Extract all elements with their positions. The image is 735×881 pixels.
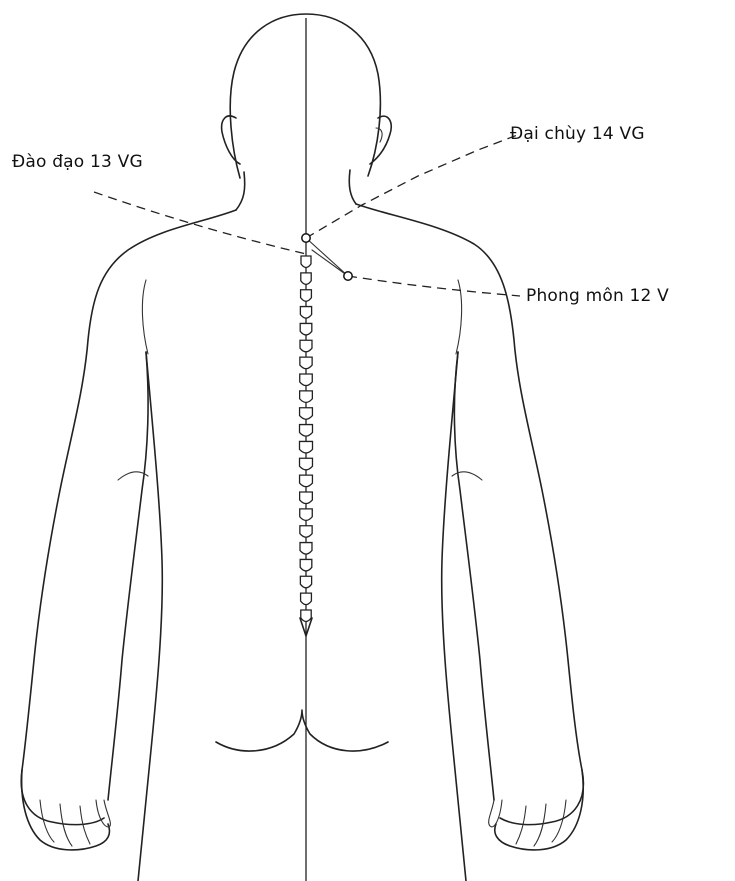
vertebra — [300, 509, 313, 521]
vertebra — [301, 273, 311, 285]
vertebra — [300, 543, 312, 555]
dai-chuy-label: Đại chùy 14 VG — [510, 124, 645, 144]
vertebra — [301, 256, 311, 268]
left-thumb — [96, 800, 110, 827]
vertebra — [301, 593, 312, 605]
vertebra — [300, 374, 313, 386]
vertebra — [300, 307, 311, 319]
vertebra — [300, 559, 312, 571]
vertebra — [300, 425, 313, 437]
phong-mon-label: Phong môn 12 V — [526, 286, 669, 306]
vertebra — [300, 391, 313, 403]
left-inner-arm — [108, 352, 148, 800]
vertebra — [301, 610, 311, 622]
neck-right — [349, 170, 356, 204]
vertebra — [300, 576, 311, 588]
phong-mon-connector — [306, 238, 348, 276]
dao-dao-leader — [94, 192, 306, 254]
vertebra — [300, 441, 313, 453]
phong-mon-leader — [348, 276, 520, 296]
left-waist — [138, 352, 162, 881]
left-shoulder-arm-outline — [21, 210, 236, 825]
left-hand-fingers — [40, 800, 90, 846]
vertebra — [300, 340, 312, 352]
buttocks-line — [216, 710, 388, 751]
vertebra — [300, 475, 313, 487]
vertebra — [300, 492, 313, 504]
phong-mon-point — [344, 272, 352, 280]
vertebra — [300, 526, 312, 538]
right-inner-arm — [454, 352, 494, 800]
right-scapula — [456, 280, 462, 354]
vertebra — [300, 357, 312, 369]
left-hand-outline — [22, 770, 110, 850]
head-outline — [230, 14, 380, 178]
vertebra — [300, 458, 313, 470]
left-scapula — [142, 280, 148, 354]
right-hand-fingers — [516, 800, 566, 846]
dai-chuy-leader — [306, 134, 520, 238]
vertebra — [300, 408, 313, 420]
vertebra — [301, 290, 312, 302]
right-thumb — [489, 800, 502, 827]
dao-dao-label: Đào đạo 13 VG — [12, 152, 143, 172]
vertebra — [300, 323, 312, 335]
right-armpit-crease — [452, 472, 482, 480]
dai-chuy-point — [302, 234, 310, 242]
